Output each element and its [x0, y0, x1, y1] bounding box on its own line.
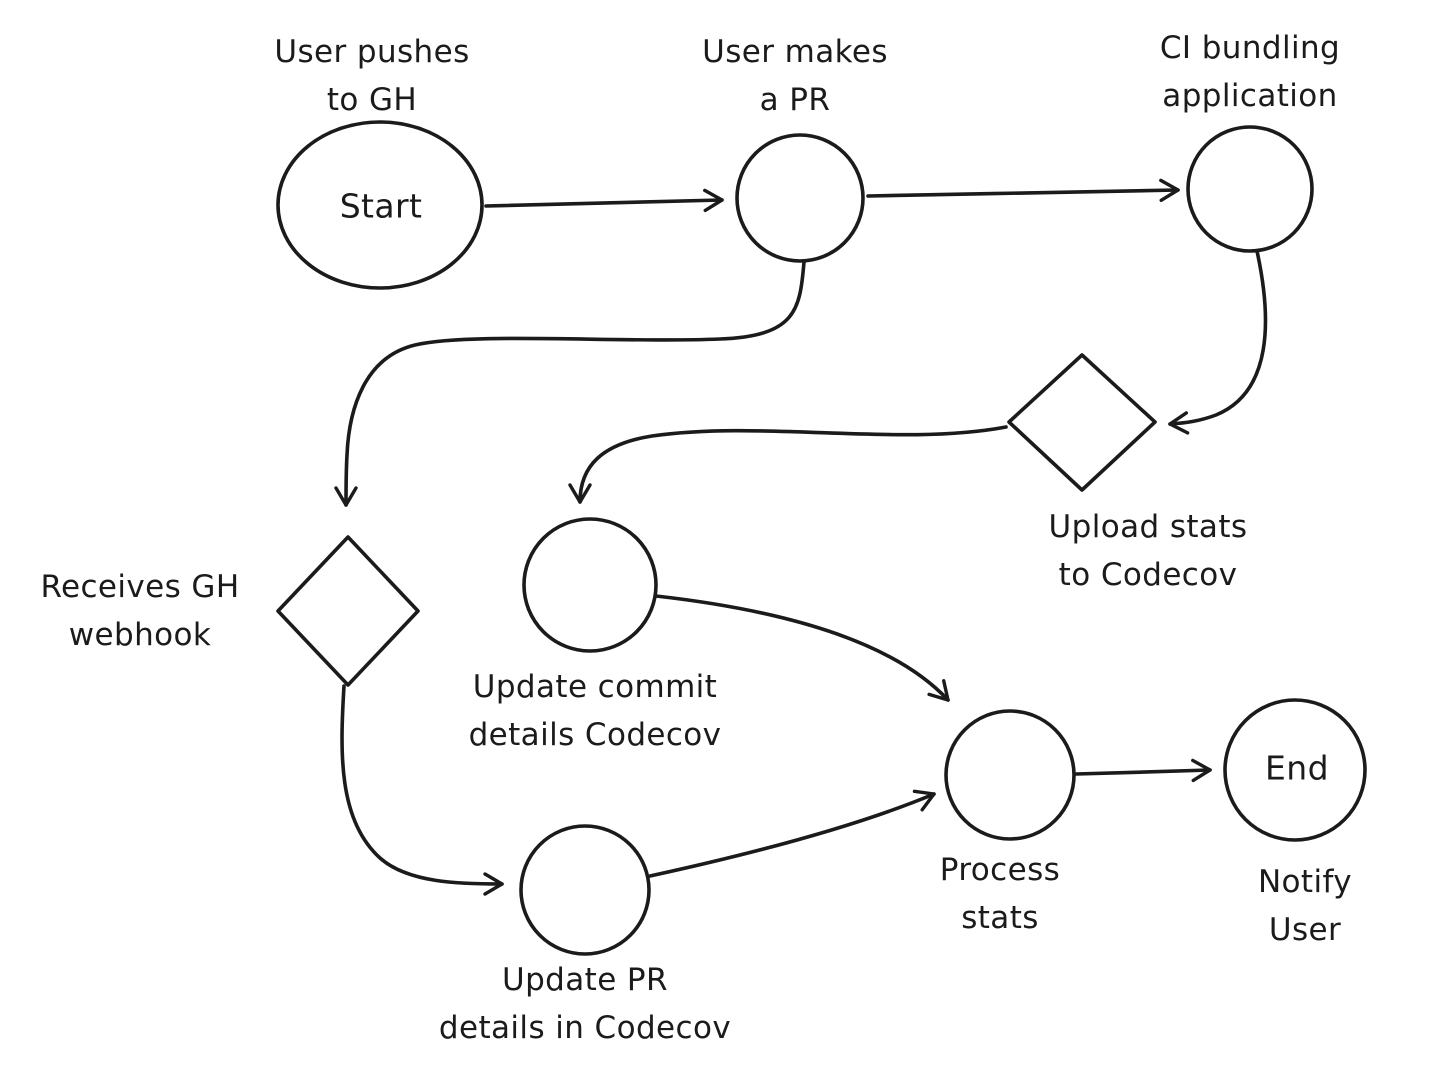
edge-receives-webhook-to-update-pr	[340, 684, 504, 896]
node-end-shape	[1223, 698, 1367, 842]
label-user-makes-a-pr: User makes a PR	[702, 34, 888, 119]
node-update-commit-shape	[522, 517, 658, 653]
label-upload-stats-to-codecov: Upload stats to Codecov	[1048, 509, 1248, 594]
label-update-pr-details: Update PR details in Codecov	[438, 962, 732, 1047]
edge-ci-to-upload-stats	[1168, 249, 1268, 435]
node-start-shape	[276, 120, 484, 290]
node-update-pr-shape	[519, 824, 651, 956]
label-notify-user: Notify User	[1257, 864, 1353, 949]
edge-pr-to-receives-webhook	[334, 260, 806, 507]
edge-start-to-pr	[484, 188, 724, 213]
label-user-pushes-to-gh: User pushes to GH	[274, 34, 470, 119]
edge-pr-to-ci	[866, 178, 1180, 203]
node-ci-bundling-shape	[1186, 125, 1314, 253]
label-ci-bundling-application: CI bundling application	[1159, 30, 1341, 115]
edge-update-pr-to-process-stats	[648, 789, 936, 878]
node-user-makes-pr-shape	[735, 133, 865, 263]
node-end-text: End	[1265, 748, 1329, 788]
edge-update-commit-to-process-stats	[654, 594, 950, 702]
node-start-text: Start	[339, 186, 423, 226]
edge-upload-stats-to-update-commit	[568, 425, 1008, 504]
label-update-commit-details: Update commit details Codecov	[468, 669, 722, 754]
node-receives-webhook-shape	[276, 535, 420, 687]
node-process-stats-shape	[944, 709, 1076, 841]
edge-process-stats-to-end	[1074, 758, 1212, 783]
node-upload-stats-shape	[1007, 353, 1157, 492]
label-receives-gh-webhook: Receives GH webhook	[40, 569, 240, 654]
label-process-stats: Process stats	[939, 852, 1061, 937]
